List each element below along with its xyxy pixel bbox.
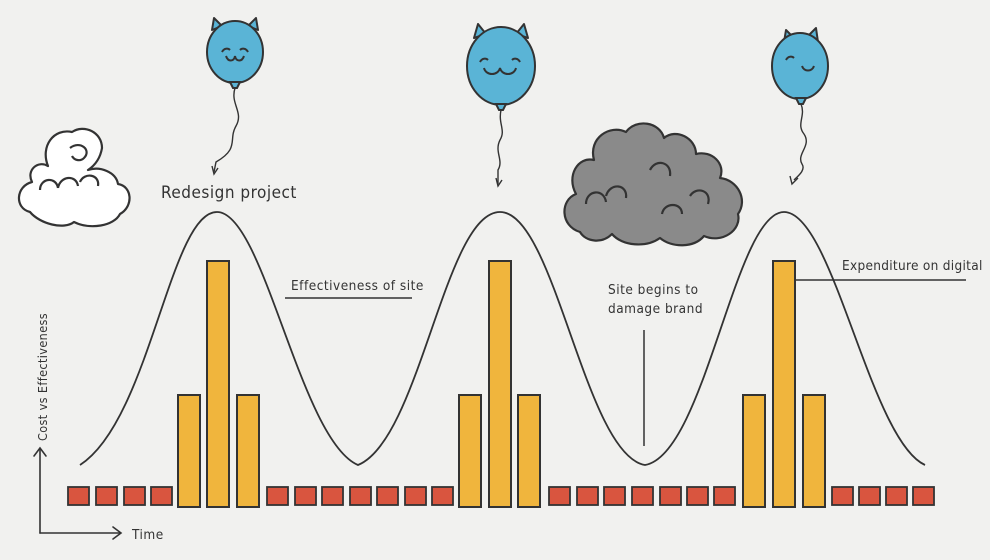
bar-cycle3-right bbox=[802, 394, 826, 508]
damage-label-line2: damage brand bbox=[608, 301, 703, 317]
x-axis-label: Time bbox=[131, 527, 164, 543]
spend-block bbox=[603, 486, 626, 506]
bar-cycle2-left bbox=[458, 394, 482, 508]
bar-cycle2-right bbox=[517, 394, 541, 508]
spend-block bbox=[631, 486, 654, 506]
spend-block bbox=[349, 486, 372, 506]
spend-block bbox=[150, 486, 173, 506]
spend-block bbox=[659, 486, 682, 506]
spend-block bbox=[266, 486, 289, 506]
x-axis-arrow-icon bbox=[112, 526, 123, 540]
spend-block bbox=[95, 486, 118, 506]
spend-block bbox=[376, 486, 399, 506]
spend-block bbox=[858, 486, 881, 506]
damage-label-line1: Site begins to bbox=[608, 282, 699, 298]
spend-block bbox=[431, 486, 454, 506]
effectiveness-label: Effectiveness of site bbox=[291, 278, 424, 294]
baseline-blocks bbox=[67, 486, 935, 506]
storm-cloud-icon bbox=[563, 122, 744, 247]
bar-cycle1-center bbox=[206, 260, 230, 508]
y-axis-arrow-icon bbox=[33, 446, 47, 457]
spend-block bbox=[885, 486, 908, 506]
spend-block bbox=[713, 486, 736, 506]
expenditure-label: Expenditure on digital bbox=[842, 258, 983, 274]
tall-bars bbox=[177, 260, 826, 508]
spend-block bbox=[67, 486, 90, 506]
y-axis-label: Cost vs Effectiveness bbox=[35, 313, 50, 441]
bar-cycle3-center bbox=[772, 260, 796, 508]
spend-block bbox=[686, 486, 709, 506]
spend-block bbox=[123, 486, 146, 506]
effectiveness-curve bbox=[79, 211, 926, 466]
bar-cycle2-center bbox=[488, 260, 512, 508]
bar-cycle1-left bbox=[177, 394, 201, 508]
spend-block bbox=[548, 486, 571, 506]
spend-block bbox=[576, 486, 599, 506]
redesign-project-label: Redesign project bbox=[161, 183, 297, 203]
spend-block bbox=[831, 486, 854, 506]
spend-block bbox=[321, 486, 344, 506]
white-cloud-icon bbox=[17, 127, 131, 228]
bar-cycle1-right bbox=[236, 394, 260, 508]
axes bbox=[33, 446, 123, 540]
balloon-icon bbox=[206, 17, 264, 176]
spend-block bbox=[294, 486, 317, 506]
spend-block bbox=[912, 486, 935, 506]
balloon-icon bbox=[466, 23, 536, 188]
spend-block bbox=[404, 486, 427, 506]
balloon-icon bbox=[771, 27, 829, 186]
bar-cycle3-left bbox=[742, 394, 766, 508]
